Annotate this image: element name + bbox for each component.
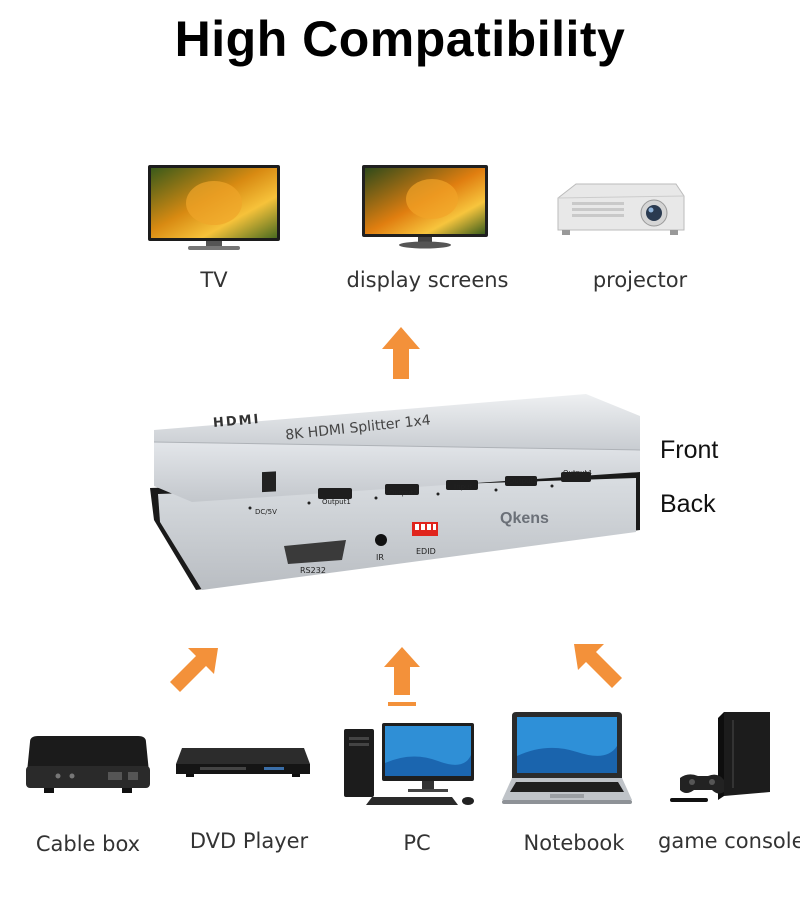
- input-label-pc: PC: [403, 831, 431, 855]
- brand-name: Qkens: [500, 510, 549, 527]
- port-label-input: Input: [454, 483, 473, 491]
- port-label-ir: IR: [376, 553, 384, 562]
- dvd-player-icon: [176, 748, 310, 778]
- port-label-dc: DC/5V: [255, 508, 277, 516]
- port-label-output2: Output2: [389, 489, 418, 497]
- tv-icon: [148, 165, 280, 251]
- port-label-output3: Output3: [509, 477, 538, 485]
- output-label-display-screens: display screens: [346, 268, 509, 292]
- port-label-output1: Output1: [322, 498, 351, 506]
- notebook-icon: [502, 712, 632, 806]
- game-console-icon: [670, 712, 782, 804]
- page-title: High Compatibility: [174, 11, 626, 67]
- arrow-diagonal-left-icon: [168, 648, 218, 692]
- back-label: Back: [660, 490, 716, 518]
- arrow-up-center-icon: [384, 647, 420, 707]
- output-label-tv: TV: [200, 268, 228, 292]
- output-label-projector: projector: [592, 268, 688, 292]
- input-label-notebook: Notebook: [523, 831, 625, 855]
- port-label-edid: EDID: [416, 547, 436, 556]
- input-label-dvd-player: DVD Player: [189, 829, 309, 853]
- input-label-cable-box: Cable box: [35, 832, 141, 856]
- arrow-diagonal-right-icon: [574, 644, 624, 688]
- projector-icon: [552, 180, 686, 242]
- port-label-rs232: RS232: [300, 566, 326, 575]
- input-label-game-console: game console: [658, 829, 800, 853]
- port-label-output4: Output4: [563, 469, 592, 477]
- front-label: Front: [660, 436, 719, 464]
- arrow-up-outputs-icon: [382, 327, 420, 379]
- pc-icon: [342, 723, 484, 807]
- monitor-icon: [362, 165, 488, 249]
- cable-box-icon: [24, 736, 152, 796]
- hdmi-splitter-device: [150, 390, 650, 600]
